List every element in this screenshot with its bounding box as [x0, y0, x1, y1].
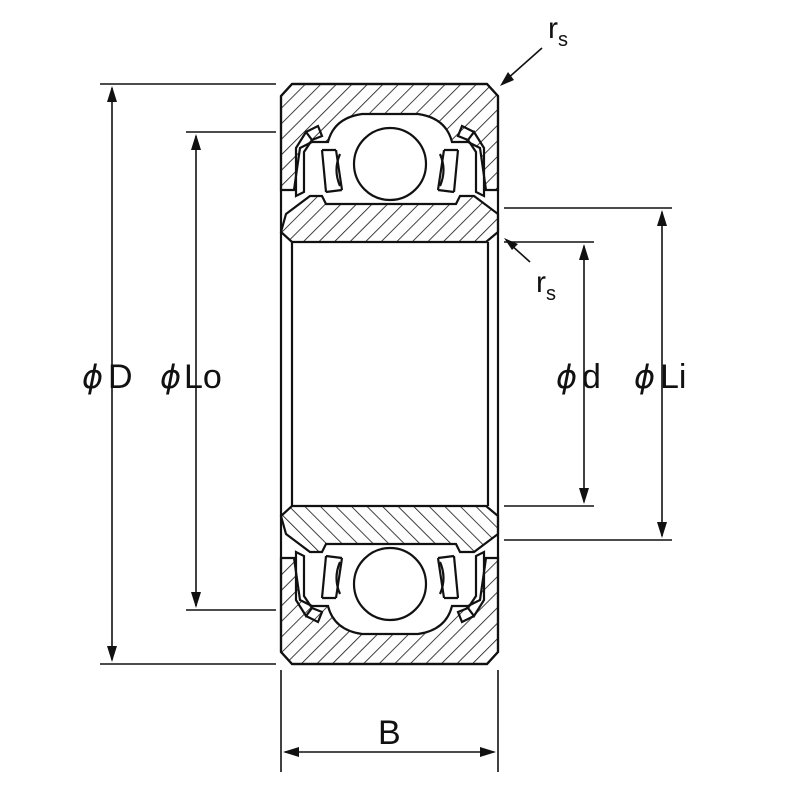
label-B: B [378, 714, 401, 752]
outer-ring-top [279, 82, 500, 192]
cage-top [320, 148, 344, 194]
cage-bottom [320, 554, 344, 600]
rs-top-main: r [548, 12, 558, 45]
label-rs-inner: rs [536, 266, 556, 305]
label-rs-top: rs [548, 12, 568, 51]
label-Li: Li [660, 358, 686, 396]
inner-ring-top [279, 194, 500, 244]
phi-symbol-Li: ϕ [634, 358, 655, 396]
phi-symbol-d: ϕ [556, 358, 577, 396]
rs-inner-sub: s [546, 283, 556, 305]
dimension-lines [100, 47, 672, 772]
inner-ring-bottom [279, 504, 500, 554]
rs-top-sub: s [558, 29, 568, 51]
dimension-labels: ϕ D ϕ Lo ϕ d ϕ Li B rs rs [82, 12, 686, 752]
label-D: D [108, 358, 133, 396]
ball-bottom [352, 546, 428, 622]
rs-leader-top [505, 47, 543, 81]
label-Lo: Lo [184, 358, 222, 396]
label-d: d [582, 358, 601, 396]
bearing-cross-section [279, 82, 500, 666]
phi-symbol-Lo: ϕ [160, 358, 181, 396]
ball-top [352, 126, 428, 202]
outer-ring-bottom [279, 556, 500, 666]
phi-symbol-D: ϕ [82, 358, 103, 396]
rs-inner-main: r [536, 266, 546, 299]
